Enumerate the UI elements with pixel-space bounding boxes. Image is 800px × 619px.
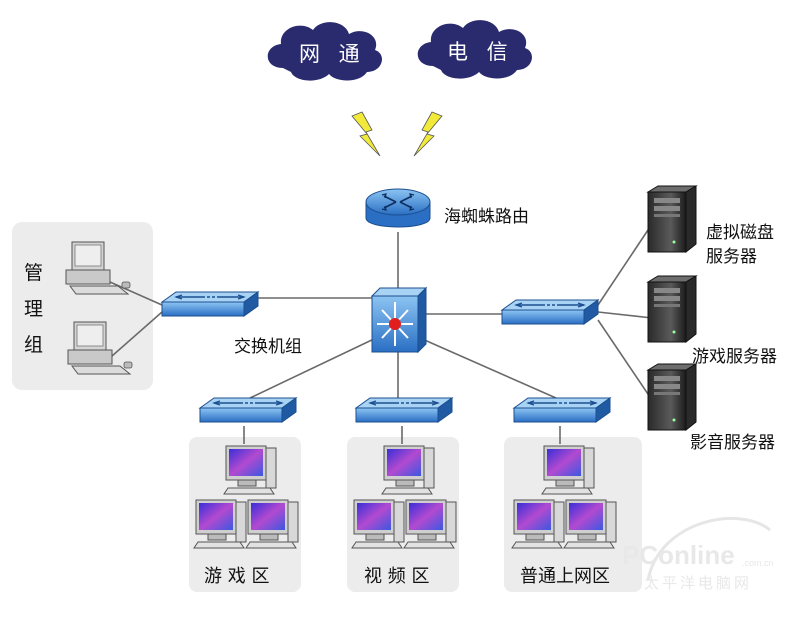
lightning-right-icon	[413, 111, 443, 157]
management-label-1: 管	[24, 262, 44, 284]
virtual-disk-server-label-1: 虚拟磁盘	[706, 223, 774, 243]
media-server-icon	[647, 363, 697, 431]
watermark-domain: .com.cn	[742, 558, 774, 568]
watermark-chinese: 太平洋电脑网	[644, 575, 753, 592]
management-label-3: 组	[24, 334, 44, 356]
internet-zone-label: 普通上网区	[520, 566, 610, 587]
cloud-label-dianxin: 电 信	[447, 40, 514, 64]
video-zone-label: 视 频 区	[364, 566, 430, 587]
game-zone-label: 游 戏 区	[204, 566, 270, 587]
media-server-label: 影音服务器	[690, 433, 775, 453]
switch-management	[161, 291, 259, 317]
management-label-2: 理	[24, 298, 44, 320]
cloud-label-wangtong: 网 通	[299, 42, 366, 66]
game-server-label: 游戏服务器	[692, 347, 777, 367]
game-server-icon	[647, 275, 697, 343]
virtual-disk-server-icon	[647, 185, 697, 253]
management-zone-bg	[12, 222, 153, 390]
switch-group-label: 交换机组	[234, 337, 302, 357]
switch-video-zone	[355, 397, 453, 423]
switch-servers	[501, 299, 599, 325]
virtual-disk-server-label-2: 服务器	[706, 247, 757, 267]
watermark-brand: PConline	[622, 540, 735, 570]
core-switch-icon	[370, 286, 428, 354]
connection-lines	[109, 223, 653, 444]
router-label: 海蜘蛛路由	[444, 207, 529, 227]
lightning-left-icon	[351, 111, 381, 157]
switch-game-zone	[199, 397, 297, 423]
switch-internet-zone	[513, 397, 611, 423]
router-icon	[365, 188, 431, 228]
watermark-swoosh	[646, 516, 771, 581]
